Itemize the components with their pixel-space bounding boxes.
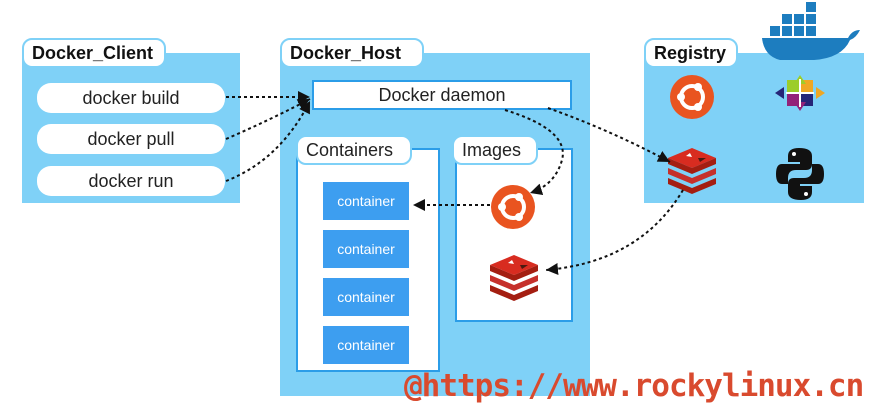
arrow-run-to-daemon [225, 100, 311, 182]
image-redis-icon [490, 255, 538, 301]
container-3[interactable]: container [323, 278, 409, 316]
container-1[interactable]: container [323, 182, 409, 220]
images-title: Images [452, 135, 538, 165]
image-ubuntu-icon [491, 185, 535, 229]
docker-client-title: Docker_Client [22, 38, 166, 68]
flow-arrows [225, 91, 684, 275]
docker-host-title: Docker_Host [280, 38, 424, 68]
docker-pull-command[interactable]: docker pull [37, 124, 225, 154]
arrow-daemon-to-ubuntu-image [504, 109, 564, 196]
docker-daemon[interactable]: Docker daemon [312, 80, 572, 110]
registry-python-icon [776, 148, 824, 200]
container-2[interactable]: container [323, 230, 409, 268]
watermark-text: @https://www.rockylinux.cn [404, 368, 864, 404]
arrow-pull-to-daemon [225, 98, 311, 140]
arrow-registry-to-redis-image [545, 189, 684, 275]
registry-redis-icon [668, 148, 716, 194]
container-4[interactable]: container [323, 326, 409, 364]
docker-whale-icon [762, 2, 860, 60]
registry-ubuntu-icon [670, 75, 714, 119]
arrow-daemon-to-registry [547, 107, 671, 163]
registry-title: Registry [644, 38, 738, 68]
registry-centos-icon [775, 75, 825, 111]
containers-title: Containers [296, 135, 412, 165]
docker-run-command[interactable]: docker run [37, 166, 225, 196]
docker-build-command[interactable]: docker build [37, 83, 225, 113]
